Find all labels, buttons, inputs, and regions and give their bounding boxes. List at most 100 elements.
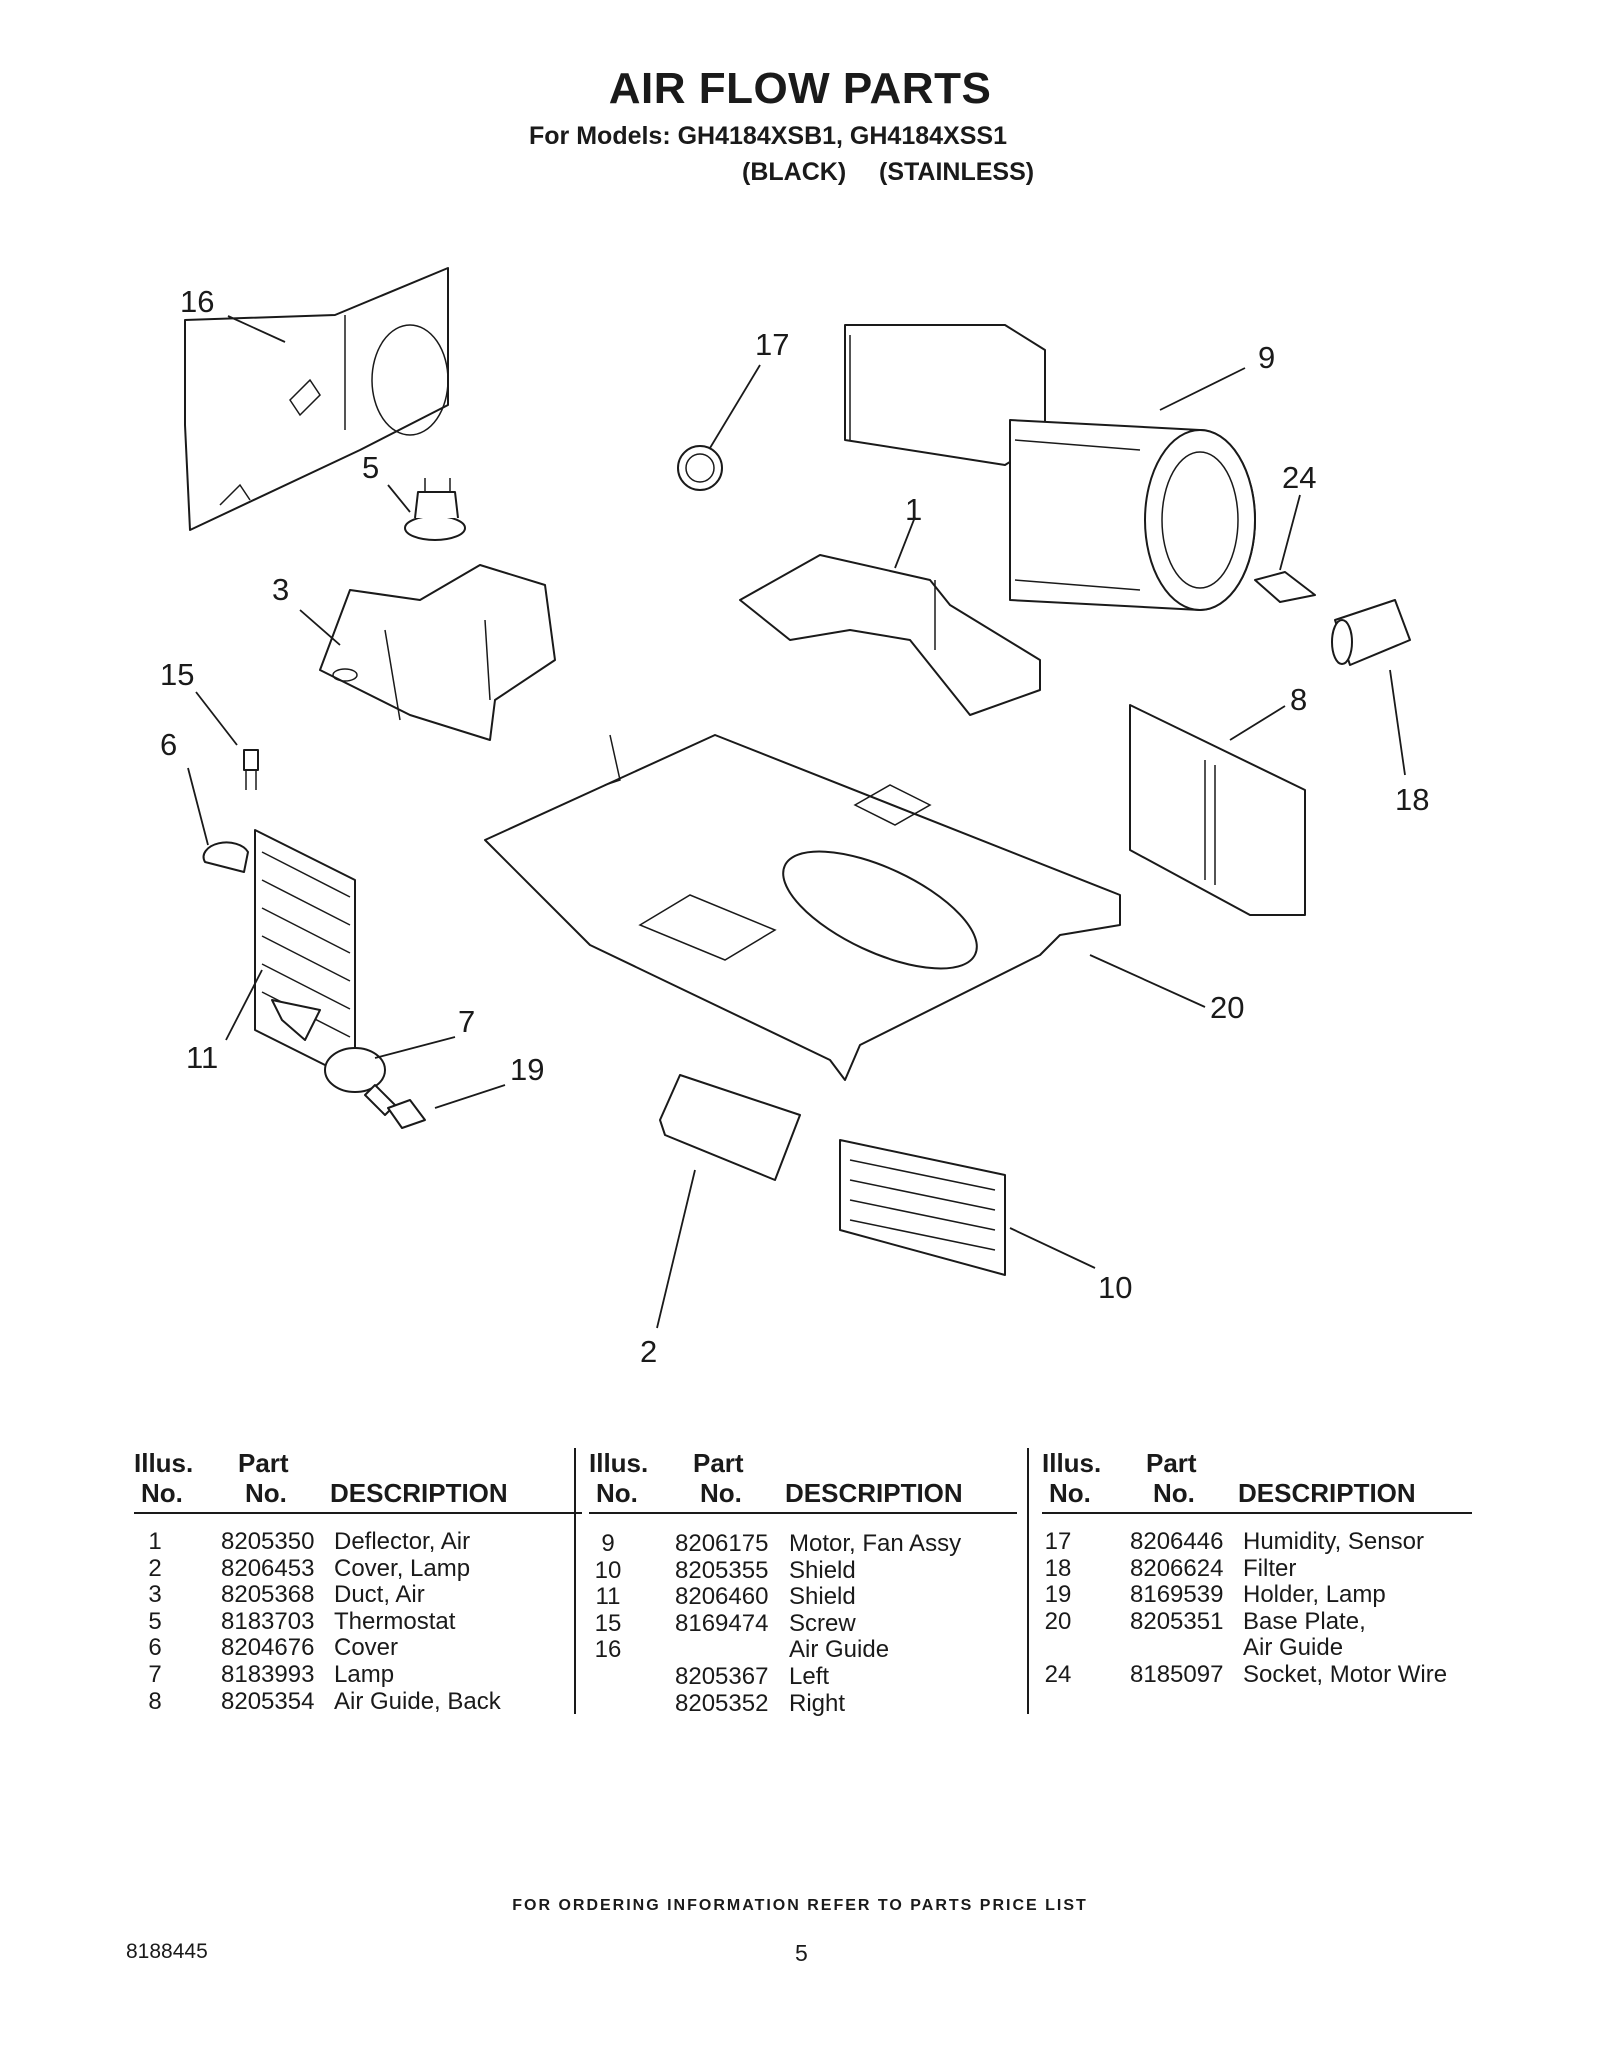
part-18-filter	[1331, 599, 1411, 666]
part-20-base-plate	[484, 734, 1121, 1081]
part-1-deflector	[739, 554, 1041, 716]
part-8-air-guide-back	[1129, 704, 1306, 916]
part-16-air-guide	[184, 267, 449, 531]
part-description: Cover	[334, 1634, 399, 1662]
callout-16: 16	[180, 284, 214, 319]
callout-3: 3	[272, 572, 289, 607]
part-10-shield-mesh	[839, 1139, 1006, 1276]
header-rule-2	[589, 1512, 1017, 1514]
part-15-screw	[243, 749, 259, 790]
header-description-1: DESCRIPTION	[330, 1478, 508, 1508]
part-number: 8204676	[221, 1634, 315, 1662]
part-9-fan-motor	[844, 324, 1256, 611]
header-illus-3: Illus.	[1042, 1448, 1102, 1478]
illus-number: 20	[1044, 1607, 1072, 1635]
part-description: Air Guide, Back	[334, 1687, 501, 1715]
callout-5: 5	[362, 450, 379, 485]
illus-number: 1	[148, 1528, 162, 1555]
callout-6: 6	[160, 727, 177, 762]
callout-17: 17	[755, 327, 789, 362]
part-number: 8183993	[221, 1661, 315, 1688]
header-illus-2: Illus.	[589, 1448, 649, 1478]
part-number: 8205354	[221, 1687, 315, 1715]
part-description: Duct, Air	[334, 1581, 425, 1609]
callout-1: 1	[905, 492, 922, 527]
part-description: Holder, Lamp	[1243, 1581, 1386, 1609]
header-description-3: DESCRIPTION	[1238, 1478, 1416, 1508]
illus-number: 19	[1044, 1581, 1072, 1609]
column-divider-1	[574, 1448, 576, 1714]
illus-number: 11	[595, 1583, 621, 1611]
illus-number: 15	[594, 1609, 622, 1637]
header-part-2: Part	[693, 1448, 744, 1478]
part-24-socket-motor-wire	[1254, 571, 1316, 603]
illus-number: 18	[1044, 1554, 1072, 1582]
part-3-air-duct	[319, 564, 556, 741]
part-number: 8206624	[1130, 1554, 1224, 1582]
part-number: 8205355	[675, 1556, 769, 1584]
illus-number: 3	[148, 1581, 162, 1609]
part-description: Motor, Fan Assy	[789, 1530, 962, 1557]
part-description: Air Guide	[1243, 1634, 1344, 1662]
ordering-note: FOR ORDERING INFORMATION REFER TO PARTS …	[512, 1897, 1088, 1914]
illus-number: 24	[1044, 1661, 1072, 1688]
part-7-lamp	[324, 1047, 396, 1116]
illus-number: 17	[1044, 1528, 1072, 1555]
leader-lines	[187, 315, 1406, 1329]
illus-number: 9	[601, 1530, 615, 1557]
part-number: 8169474	[675, 1609, 769, 1637]
part-description: Base Plate,	[1243, 1607, 1366, 1635]
part-number: 8169539	[1130, 1581, 1224, 1609]
header-illus-1: Illus.	[134, 1448, 194, 1478]
part-description: Cover, Lamp	[334, 1554, 471, 1582]
header-rule-3	[1042, 1512, 1472, 1514]
part-description: Right	[789, 1689, 846, 1717]
callout-20: 20	[1210, 990, 1244, 1025]
callout-24: 24	[1282, 460, 1316, 495]
part-number: 8205367	[675, 1663, 769, 1690]
part-description: Deflector, Air	[334, 1528, 471, 1555]
header-rule-1	[134, 1512, 582, 1514]
illus-number: 10	[594, 1556, 622, 1584]
page-title: AIR FLOW PARTS	[608, 64, 992, 113]
callout-19: 19	[510, 1052, 544, 1087]
part-description: Left	[789, 1663, 830, 1690]
header-no-2: No.	[596, 1478, 638, 1508]
callout-8: 8	[1290, 682, 1307, 717]
callout-18: 18	[1395, 782, 1429, 817]
page-number: 5	[795, 1940, 808, 1966]
illus-number: 2	[148, 1554, 162, 1582]
callout-15: 15	[160, 657, 194, 692]
part-number: 8206446	[1130, 1528, 1224, 1555]
callout-7: 7	[458, 1004, 475, 1039]
part-number: 8185097	[1130, 1661, 1224, 1688]
header-partno-2: No.	[700, 1478, 742, 1508]
exploded-parts-diagram: 16 17 9 5 24 1 3 8 15 6 18 20 11 7 19 2 …	[160, 267, 1429, 1369]
part-number: 8205350	[221, 1528, 315, 1555]
header-part-1: Part	[238, 1448, 289, 1478]
callout-11: 11	[186, 1040, 218, 1075]
illus-number: 8	[148, 1687, 162, 1715]
part-number: 8205351	[1130, 1607, 1224, 1635]
document-number: 8188445	[126, 1940, 208, 1963]
part-number: 8206175	[675, 1530, 769, 1557]
part-11-shield	[254, 829, 356, 1081]
part-number: 8205352	[675, 1689, 769, 1717]
column-divider-2	[1027, 1448, 1029, 1714]
header-no-3: No.	[1049, 1478, 1091, 1508]
color-black-label: (BLACK)	[742, 158, 847, 186]
part-description: Thermostat	[334, 1607, 456, 1635]
callout-9: 9	[1258, 340, 1275, 375]
color-stainless-label: (STAINLESS)	[879, 158, 1035, 186]
part-number: 8206460	[675, 1583, 769, 1611]
part-19-lamp-holder	[387, 1099, 426, 1129]
model-numbers: For Models: GH4184XSB1, GH4184XSS1	[529, 122, 1007, 150]
illus-number: 7	[148, 1661, 162, 1688]
part-number: 8205368	[221, 1581, 315, 1609]
part-description: Humidity, Sensor	[1243, 1528, 1424, 1555]
part-description: Shield	[789, 1583, 856, 1611]
header-description-2: DESCRIPTION	[785, 1478, 963, 1508]
illus-number: 16	[594, 1636, 622, 1664]
part-description: Shield	[789, 1556, 856, 1584]
part-17-humidity-sensor	[677, 445, 723, 491]
